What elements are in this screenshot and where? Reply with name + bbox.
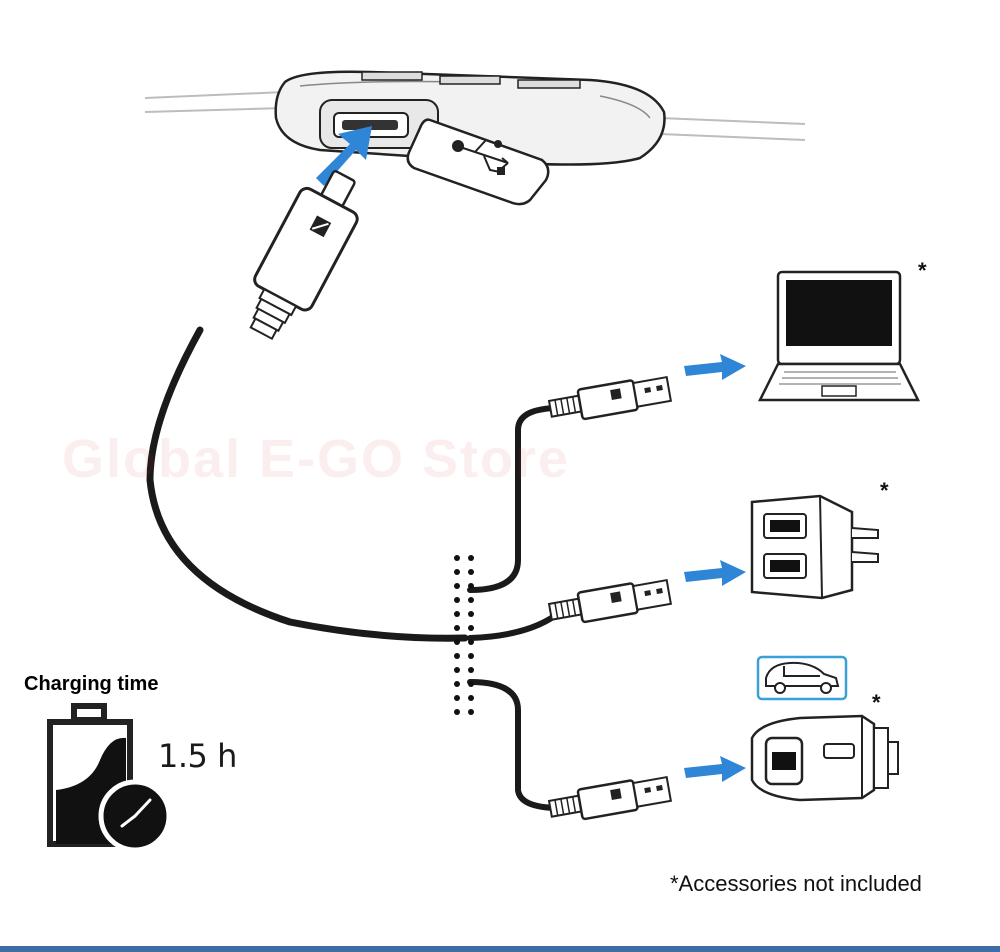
arrow-to-wall-adapter-icon xyxy=(684,560,746,586)
arrow-to-laptop-icon xyxy=(684,354,746,380)
arrow-to-car-adapter-icon xyxy=(684,756,746,782)
wall-usb-adapter-icon xyxy=(750,494,879,600)
device-arrows xyxy=(684,354,746,782)
laptop-asterisk: * xyxy=(918,258,927,283)
micro-usb-connector-icon xyxy=(249,170,359,341)
car-usb-adapter-icon xyxy=(750,714,899,802)
accessories-note: *Accessories not included xyxy=(670,871,922,896)
usb-a-plug-laptop xyxy=(547,375,673,421)
car-icon xyxy=(765,661,840,694)
car-badge xyxy=(756,655,848,701)
headset-cable xyxy=(144,91,806,141)
splitter-dots xyxy=(454,555,474,715)
laptop-icon xyxy=(757,270,921,402)
main-cable xyxy=(146,326,469,642)
usb-flap xyxy=(406,118,550,206)
insert-arrow-icon xyxy=(316,126,372,186)
clock-icon xyxy=(98,779,172,853)
charging-time-label: Charging time xyxy=(24,673,159,695)
usb-a-plug-car xyxy=(547,775,673,821)
watermark-text: Global E-GO Store xyxy=(62,429,571,489)
usb-a-plug-wall xyxy=(547,578,673,624)
car-adapter-asterisk: * xyxy=(872,690,881,715)
bottom-border xyxy=(0,946,1000,952)
usb-symbol-icon xyxy=(452,138,509,175)
charging-time-value: 1.5 h xyxy=(158,737,237,775)
wall-adapter-asterisk: * xyxy=(880,478,889,503)
